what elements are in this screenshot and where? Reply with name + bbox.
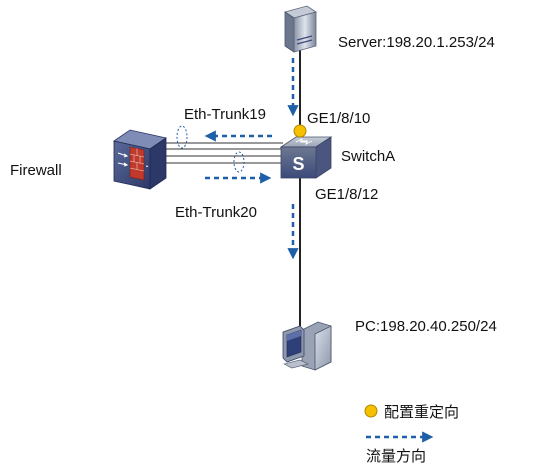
eth-trunk19-label: Eth-Trunk19 (184, 106, 266, 123)
server-label: Server:198.20.1.253/24 (338, 34, 495, 51)
eth-trunk20-bundle-ellipse (233, 151, 245, 173)
port-in-label: GE1/8/10 (307, 110, 370, 127)
pc-icon (282, 321, 332, 371)
pc-label: PC:198.20.40.250/24 (355, 318, 497, 335)
firewall-icon (113, 129, 167, 190)
port-out-label: GE1/8/12 (315, 186, 378, 203)
redirect-marker (293, 124, 307, 138)
legend-redirect-marker (364, 404, 378, 418)
eth-trunk20-label: Eth-Trunk20 (175, 204, 257, 221)
firewall-label: Firewall (10, 162, 62, 179)
switch-icon: S (279, 136, 333, 179)
eth-trunk-links (162, 142, 283, 164)
legend-flow-label: 流量方向 (366, 447, 426, 465)
switch-label: SwitchA (341, 148, 395, 165)
legend-redirect-label: 配置重定向 (384, 403, 459, 421)
svg-text:S: S (292, 154, 304, 174)
eth-trunk19-bundle-ellipse (176, 125, 188, 149)
server-icon (284, 5, 317, 53)
